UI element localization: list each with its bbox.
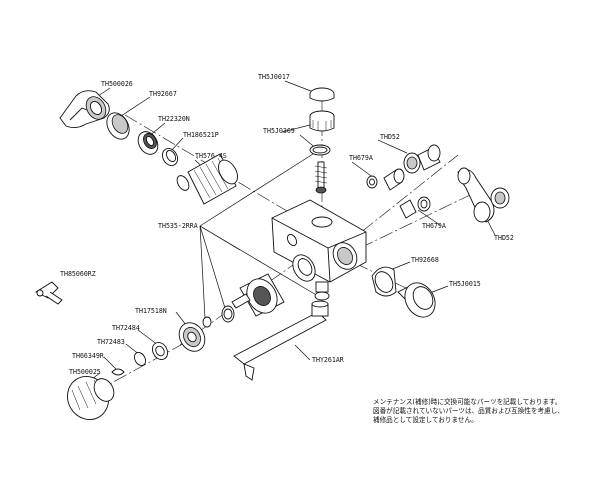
check-valve-right [399, 196, 431, 219]
adjustment-key [35, 281, 63, 305]
label-th92668: TH92668 [411, 256, 439, 264]
label-th72483: TH72483 [97, 338, 125, 346]
label-th22320n: TH22320N [158, 115, 190, 123]
spout [233, 300, 329, 381]
label-th500025: TH500025 [69, 368, 101, 376]
label-thd52-top: THD52 [380, 133, 400, 141]
label-th72484: TH72484 [112, 324, 140, 332]
spindle-spring [314, 161, 328, 194]
label-thd52-right: THD52 [494, 234, 514, 242]
label-th17518n: TH17518N [135, 307, 167, 315]
check-valve-top [366, 175, 378, 189]
eccentric-leg-top [403, 144, 441, 174]
small-ring-left [133, 351, 147, 367]
part-labels: TH500026 TH92667 TH22320N TH186521P TH57… [60, 73, 514, 376]
note-line-2: 図番が記載されていないパーツは、品質および互換性を考慮し、 [373, 406, 564, 415]
handle-cover-right [371, 266, 397, 297]
maintenance-note: メンテナンス(補修)時に交換可能なパーツを記載しております。 図番が記載されてい… [373, 397, 564, 424]
switch-handle-right [397, 282, 436, 318]
label-th5j0369: TH5J0369 [263, 127, 295, 135]
lever-handle-left [59, 90, 110, 129]
eccentric-pipe-right [457, 167, 510, 223]
label-th5j0015: TH5J0015 [449, 280, 481, 288]
handle-cover-ring [106, 112, 130, 140]
knob-left [67, 376, 115, 420]
switch-valve-head [309, 110, 335, 132]
label-th679a: TH679A [349, 154, 373, 162]
label-th500026: TH500026 [101, 80, 133, 88]
label-th5j0017: TH5J0017 [258, 73, 290, 81]
temperature-ring [137, 131, 159, 155]
stopper-ring [162, 148, 178, 166]
o-ring-top [309, 144, 331, 156]
body-bottom-fitting [314, 281, 330, 301]
union-nut-top [383, 168, 405, 191]
label-th85060rz: TH85060RZ [60, 270, 96, 278]
note-line-3: 補修品として設定しておりません。 [373, 415, 478, 424]
thermostat-cartridge [176, 153, 238, 205]
note-line-1: メンテナンス(補修)時に交換可能なパーツを記載しております。 [373, 397, 561, 406]
label-th186521p: TH186521P [183, 131, 219, 139]
flow-cartridge [231, 273, 285, 317]
label-th92667: TH92667 [149, 90, 177, 98]
label-th66349r: TH66349R [72, 352, 104, 360]
clip-left [111, 368, 125, 376]
label-th679a-2: TH679A [422, 222, 446, 230]
label-th535-2rra: TH535-2RRA [158, 222, 198, 230]
faucet-body [271, 199, 367, 283]
handle-base-left [178, 322, 206, 352]
label-th576-45: TH576-4S [195, 152, 227, 160]
o-rings-left [202, 305, 235, 328]
label-thy261ar: THY261AR [312, 356, 344, 364]
washer-left [152, 342, 168, 360]
top-cap [309, 87, 335, 102]
